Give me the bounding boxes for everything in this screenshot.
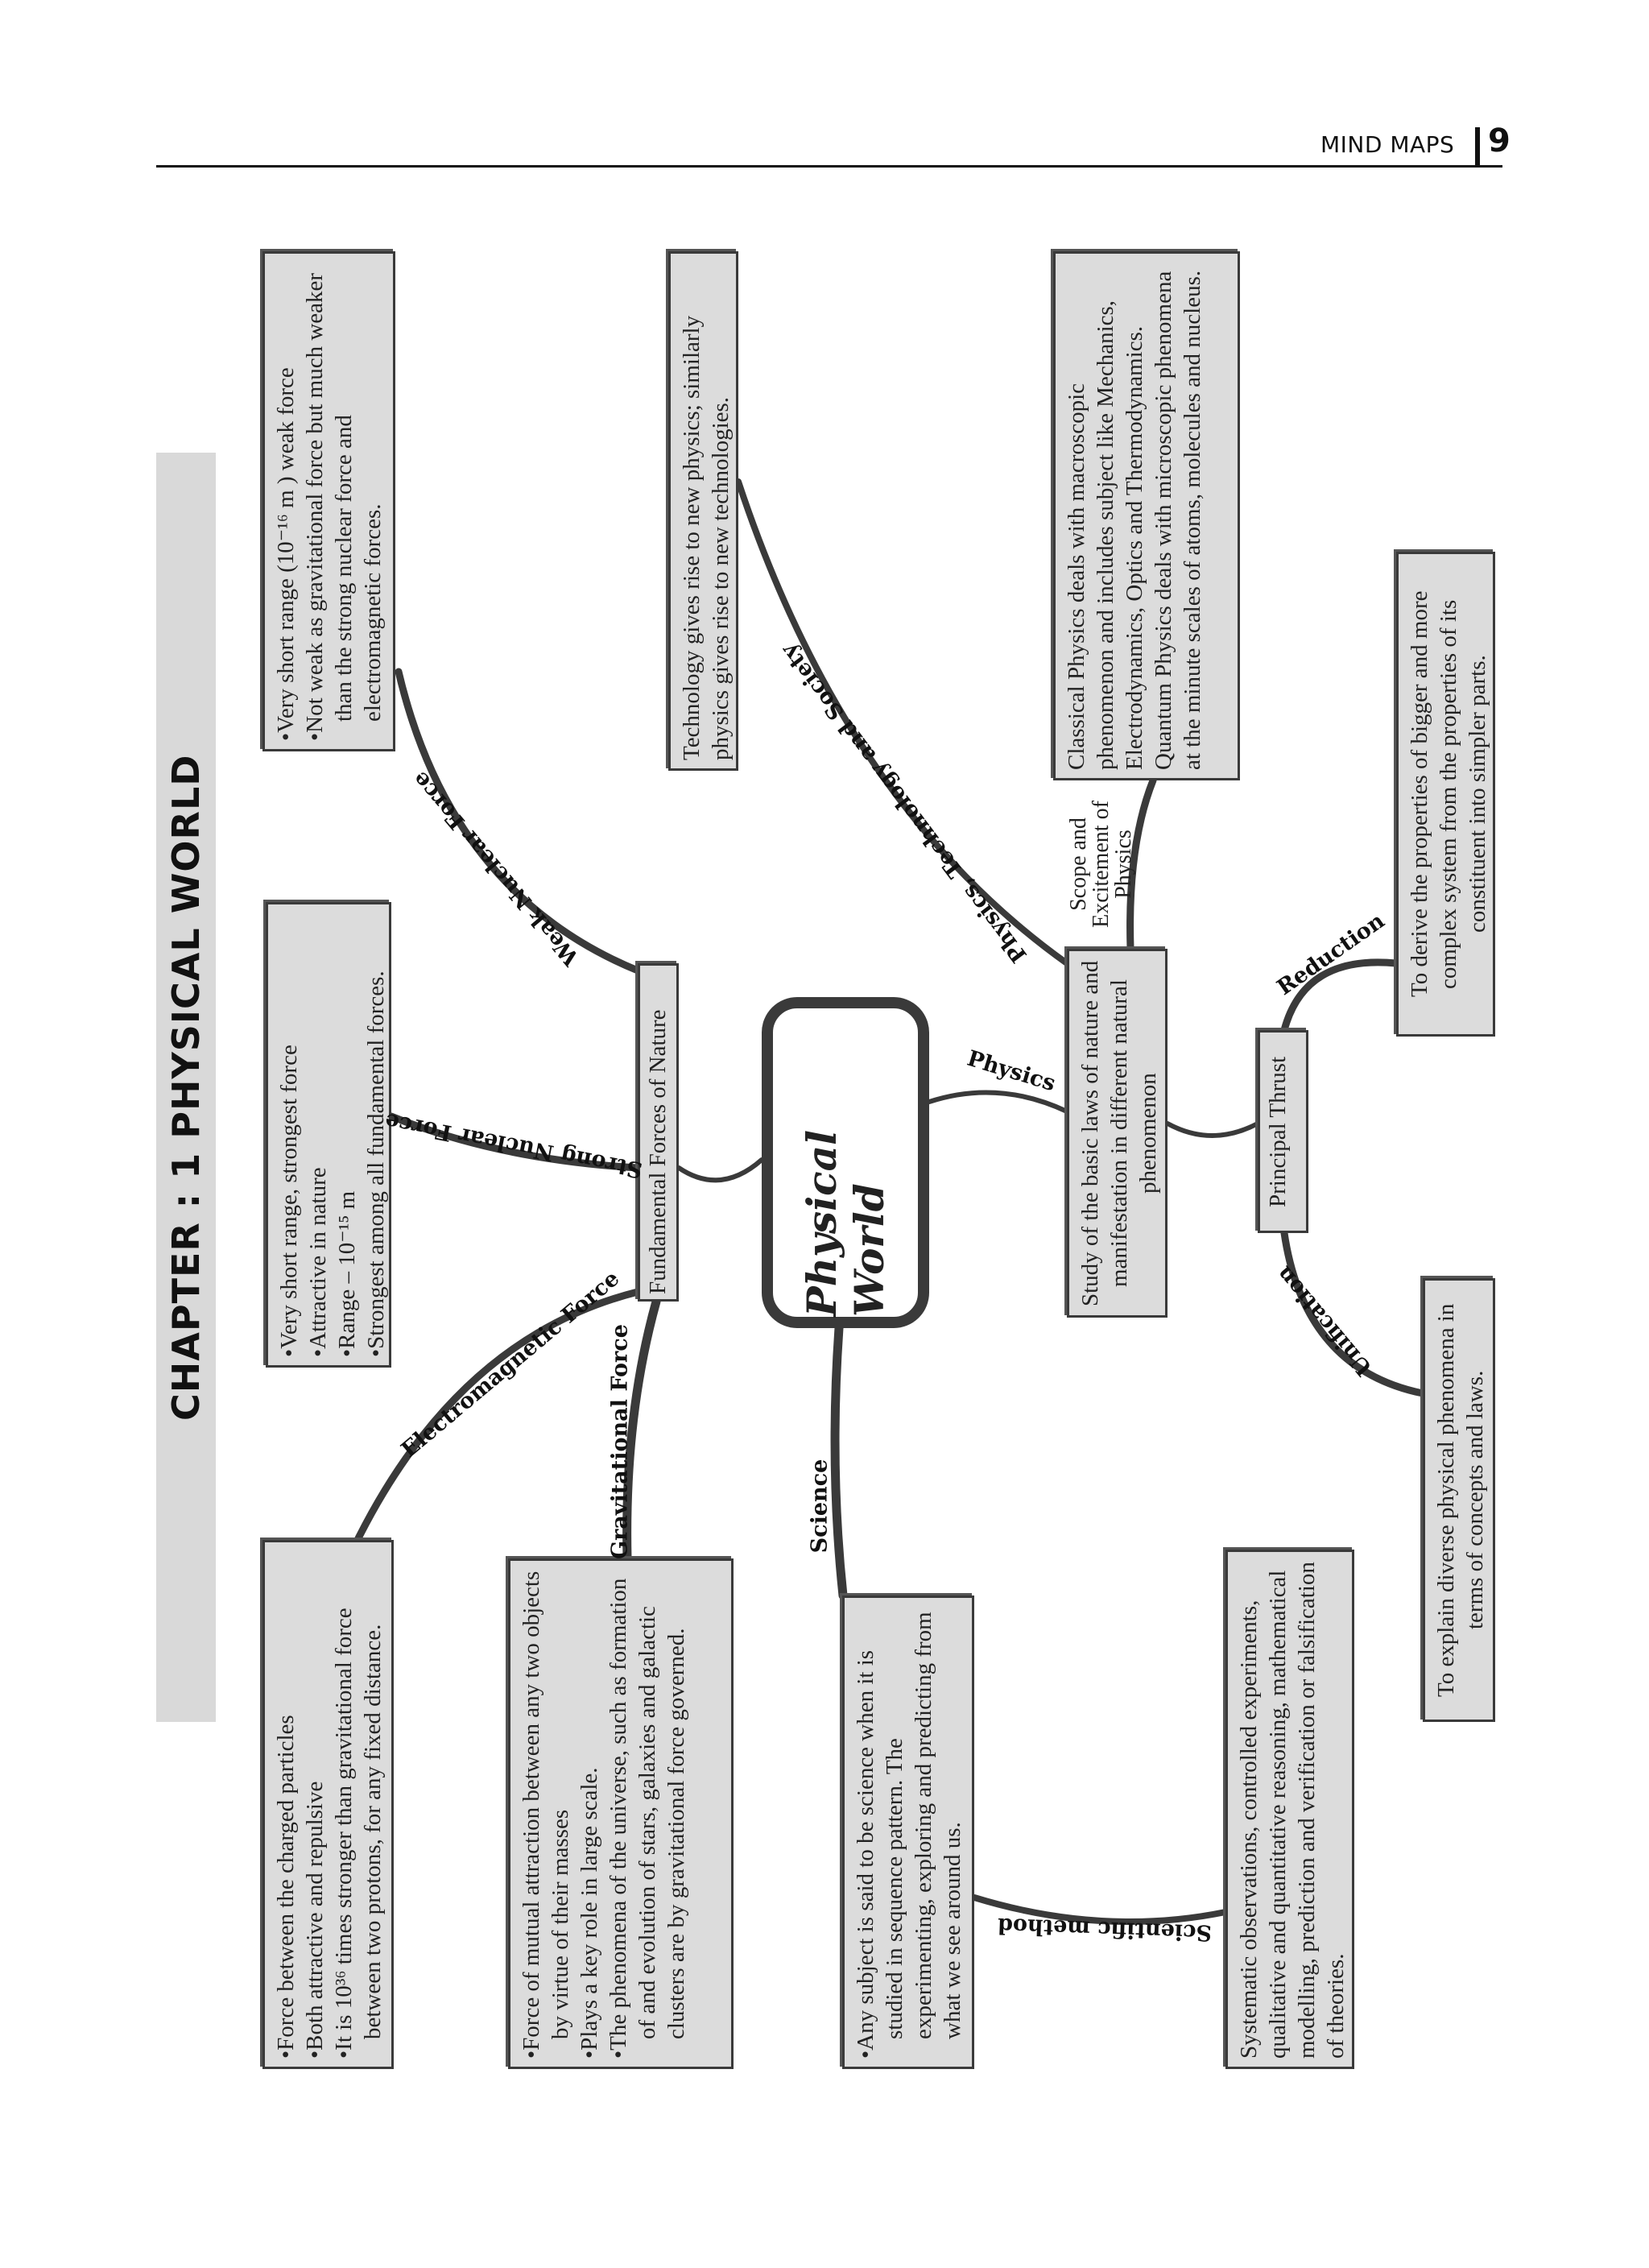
strong-fact: Range – 10⁻¹⁵ m: [333, 913, 362, 1357]
scope-line: Scope and: [1066, 817, 1091, 911]
strong-force-box: Very short range, strongest force Attrac…: [266, 902, 391, 1368]
link-scope: [1126, 776, 1157, 953]
header-divider: [1475, 127, 1480, 168]
grav-fact: The phenomena of the universe, such as f…: [604, 1569, 691, 2059]
link-strong: [387, 1112, 642, 1172]
grav-fact: Force of mutual attraction between any t…: [517, 1569, 575, 2059]
central-node: Physical World: [762, 997, 929, 1328]
strong-fact: Attractive in nature: [304, 913, 333, 1357]
link-science: [830, 1323, 848, 1600]
scope-line: Excitement of: [1089, 801, 1114, 928]
chapter-banner: [156, 453, 216, 1722]
label-scope-excitement: Scope and Excitement of Physics: [1066, 801, 1136, 928]
header-section-title: MIND MAPS: [1320, 131, 1455, 158]
weak-fact: Not weak as gravitational force but much…: [300, 262, 387, 741]
technology-box: Technology gives rise to new physics; si…: [668, 251, 738, 771]
science-box: Any subject is said to be science when i…: [842, 1595, 974, 2069]
grav-fact: Plays a key role in large scale.: [575, 1569, 604, 2059]
weak-force-box: Very short range (10⁻¹⁶ m ) weak force N…: [262, 251, 395, 751]
weak-fact: Very short range (10⁻¹⁶ m ) weak force: [271, 262, 300, 741]
scope-line: Physics: [1111, 830, 1136, 899]
principal-thrust-node: Principal Thrust: [1258, 1030, 1308, 1233]
strong-fact: Strongest among all fundamental forces.: [362, 913, 391, 1357]
link-reduction: [1280, 958, 1400, 1034]
link-unification: [1280, 1229, 1427, 1397]
label-gravitational-force: Gravitational Force: [607, 1324, 633, 1559]
strong-fact: Very short range, strongest force: [275, 913, 304, 1357]
electromagnetic-force-box: Force between the charged particles Both…: [262, 1540, 394, 2069]
scientific-method-box: Systematic observations, controlled expe…: [1225, 1550, 1354, 2069]
central-node-title: Physical World: [798, 1130, 893, 1317]
link-weak: [395, 668, 642, 975]
link-physics: [927, 1090, 1069, 1114]
link-fundamental-center: [676, 1157, 764, 1183]
em-fact: Force between the charged particles: [271, 1550, 300, 2059]
link-pts: [735, 478, 1070, 966]
unification-box: To explain diverse physical phenomena in…: [1423, 1278, 1495, 1722]
link-gravitational: [622, 1297, 661, 1563]
gravitational-force-box: Force of mutual attraction between any t…: [508, 1558, 734, 2069]
link-electromagnetic: [353, 1288, 642, 1544]
study-node: Study of the basic laws of nature and ma…: [1067, 949, 1168, 1318]
science-fact: Any subject is said to be science when i…: [851, 1606, 967, 2059]
reduction-box: To derive the properties of bigger and m…: [1396, 552, 1495, 1037]
link-scientific-method: [971, 1894, 1229, 1926]
classical-quantum-box: Classical Physics deals with macroscopic…: [1053, 251, 1240, 780]
header-rule: [156, 165, 1502, 168]
page-number: 9: [1488, 122, 1511, 159]
em-fact: It is 10³⁶ times stronger than gravitati…: [329, 1550, 387, 2059]
link-study-thrust: [1165, 1121, 1260, 1138]
label-science: Science: [807, 1459, 833, 1554]
fundamental-forces-node: Fundamental Forces of Nature: [638, 963, 679, 1302]
em-fact: Both attractive and repulsive: [300, 1550, 329, 2059]
